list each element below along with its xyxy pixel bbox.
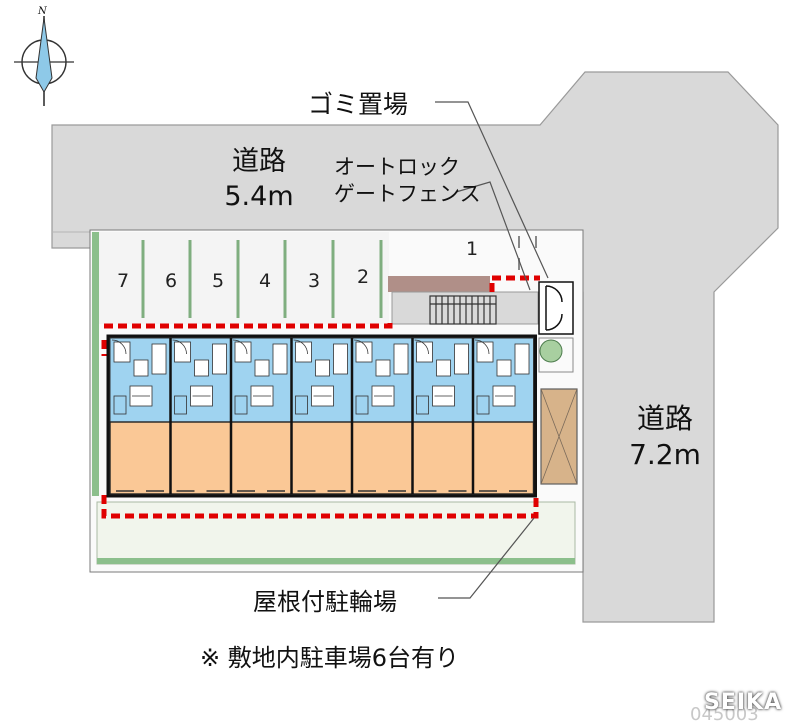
- entrance-area: [391, 291, 539, 325]
- north-arrow-icon: [14, 16, 74, 106]
- apartment-unit: [471, 337, 535, 495]
- north-label: N: [38, 6, 47, 17]
- west-road-width: 5.4m: [224, 181, 294, 212]
- apartment-unit: [350, 337, 414, 495]
- shrub-icon: [539, 339, 563, 363]
- parking-area: [99, 232, 389, 324]
- parking-space-7: 7: [117, 270, 130, 292]
- garbage-border: [489, 275, 540, 292]
- autolock-leader: [455, 181, 531, 291]
- west-road-label: 道路 5.4m: [214, 148, 304, 210]
- parking-note: ※ 敷地内駐車場6台有り: [200, 644, 460, 672]
- storage-box: [540, 388, 578, 485]
- apartment-unit: [109, 337, 172, 495]
- autolock-line1: オートロック: [334, 155, 460, 179]
- apartment-unit: [229, 337, 293, 495]
- autolock-line2: ゲートフェンス: [334, 182, 481, 206]
- parking-space-3: 3: [308, 270, 321, 292]
- east-road-label: 道路 7.2m: [605, 405, 725, 469]
- gate-icon: [538, 281, 574, 335]
- autolock-label: オートロック ゲートフェンス: [334, 157, 481, 205]
- bicycle-parking-border: [104, 321, 393, 329]
- stair-icon: [429, 295, 497, 325]
- parking-space-5: 5: [212, 270, 225, 292]
- parking-space-4: 4: [259, 270, 272, 292]
- lawn-strip: [96, 501, 576, 565]
- parking-space-1: 1: [466, 238, 479, 260]
- garbage-label: ゴミ置場: [308, 90, 409, 119]
- apartment-unit: [290, 337, 353, 495]
- bicycle-leader: [438, 517, 535, 599]
- west-road-name: 道路: [232, 146, 286, 177]
- bicycle-parking-label: 屋根付駐輪場: [253, 588, 397, 616]
- apartment-unit: [169, 337, 232, 495]
- east-road-width: 7.2m: [629, 438, 701, 471]
- apartment-unit: [411, 337, 474, 495]
- building: [106, 334, 537, 498]
- east-road-name: 道路: [636, 402, 693, 435]
- parking-space-6: 6: [165, 270, 178, 292]
- garbage-leader: [435, 101, 549, 279]
- watermark-code: 045003: [690, 704, 759, 725]
- parking-space-2: 2: [357, 266, 370, 288]
- watermark-brand: SEIKA: [704, 690, 783, 715]
